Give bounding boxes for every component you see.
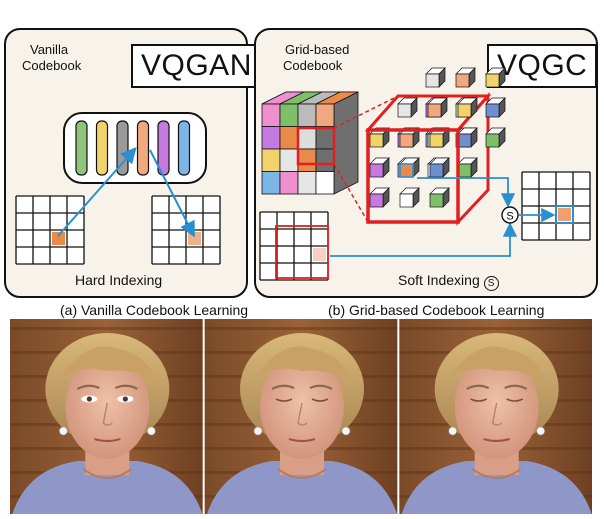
soft-index-operator-symbol: S <box>506 211 513 223</box>
codeword-cube <box>427 103 442 118</box>
selected-codeword <box>399 163 414 178</box>
codebook-vector <box>75 120 88 176</box>
codebook-vector <box>136 120 150 176</box>
codeword-cube <box>429 133 444 148</box>
caption-b: (b) Grid-based Codebook Learning <box>328 302 545 318</box>
cube-selection-box <box>296 126 336 166</box>
earring <box>59 426 68 436</box>
codeword-cube <box>485 73 500 88</box>
bangs <box>446 346 549 387</box>
earring <box>341 426 351 436</box>
grid-codebook-cube <box>261 91 359 195</box>
mouth <box>288 437 316 443</box>
sweater <box>401 461 592 514</box>
codebook-vector <box>177 120 191 176</box>
video-frame <box>204 319 398 514</box>
grid-codebook-label-line2: Codebook <box>283 58 343 73</box>
face <box>454 355 539 459</box>
input-token-grid-b <box>259 211 329 281</box>
feature-flow-arrow <box>330 222 518 257</box>
output-token-grid-b <box>521 171 591 241</box>
codeword-cube <box>485 133 500 148</box>
eyebrow <box>271 384 295 390</box>
input-patch-box <box>275 225 329 279</box>
soft-indexing-symbol: S <box>483 276 499 291</box>
video-frame <box>10 319 203 514</box>
grid-codebook-label-line1: Grid-based <box>285 42 350 57</box>
codeword-cube <box>425 73 440 88</box>
caption-a: (a) Vanilla Codebook Learning <box>60 302 249 318</box>
codeword-cube <box>429 163 444 178</box>
sweater <box>12 461 203 514</box>
mouth <box>483 437 510 443</box>
codeword-cube <box>369 193 384 208</box>
earring <box>536 426 545 436</box>
selected-token <box>558 208 571 221</box>
nose <box>297 402 308 426</box>
codeword-cube <box>399 193 414 208</box>
codeword-cube <box>399 163 414 178</box>
soft-indexing-text: Soft Indexing <box>398 272 480 288</box>
lookup-arrow <box>57 147 137 237</box>
selected-token <box>52 232 65 245</box>
eye-closed <box>311 398 329 402</box>
codeword-cube <box>457 133 472 148</box>
eye-closed <box>275 398 293 402</box>
codeword-cube <box>397 103 412 118</box>
soft-index-operator <box>501 206 519 224</box>
earring <box>147 426 156 436</box>
codeword-cube <box>429 193 444 208</box>
replace-arrow <box>149 149 195 238</box>
codeword-flow-arrow <box>417 177 516 208</box>
earring <box>253 426 263 436</box>
codeword-cube <box>457 163 472 178</box>
selected-token <box>188 232 201 245</box>
face <box>65 355 150 459</box>
output-token-highlight <box>555 205 574 224</box>
eyebrow <box>309 384 333 390</box>
codeword-cube <box>369 133 384 148</box>
codeword-cube <box>457 103 472 118</box>
eyebrow <box>114 384 138 390</box>
codeword-cube <box>399 133 414 148</box>
video-frame <box>399 319 592 514</box>
eye-closed <box>506 398 524 402</box>
selected-token <box>313 248 326 261</box>
earring <box>448 426 457 436</box>
soft-indexing-label: Soft Indexing S <box>398 272 499 291</box>
codeword-cube <box>455 73 470 88</box>
nose <box>102 402 113 426</box>
codeword-cube <box>369 163 384 178</box>
nose <box>491 402 503 426</box>
vqgc-title: VQGC <box>487 44 598 88</box>
hard-indexing-label: Hard Indexing <box>75 272 163 288</box>
diagram-graphics: S <box>15 67 591 281</box>
zoomed-sub-grid <box>364 67 506 226</box>
mouth <box>94 437 121 443</box>
bangs <box>57 346 160 387</box>
eye-closed <box>470 398 488 402</box>
bangs <box>252 346 354 387</box>
eyebrow <box>76 384 100 390</box>
sweater <box>207 461 397 514</box>
eyebrow <box>504 384 528 390</box>
eyebrow <box>466 384 490 390</box>
codebook-vector <box>95 120 109 176</box>
input-token-grid <box>15 195 85 265</box>
vanilla-codebook-label-line2: Codebook <box>22 58 82 73</box>
output-token-grid <box>151 195 221 265</box>
vanilla-codebook-label-line1: Vanilla <box>30 42 69 57</box>
talking-face-frames <box>10 319 592 514</box>
face <box>260 355 344 459</box>
codeword-cube <box>485 103 500 118</box>
